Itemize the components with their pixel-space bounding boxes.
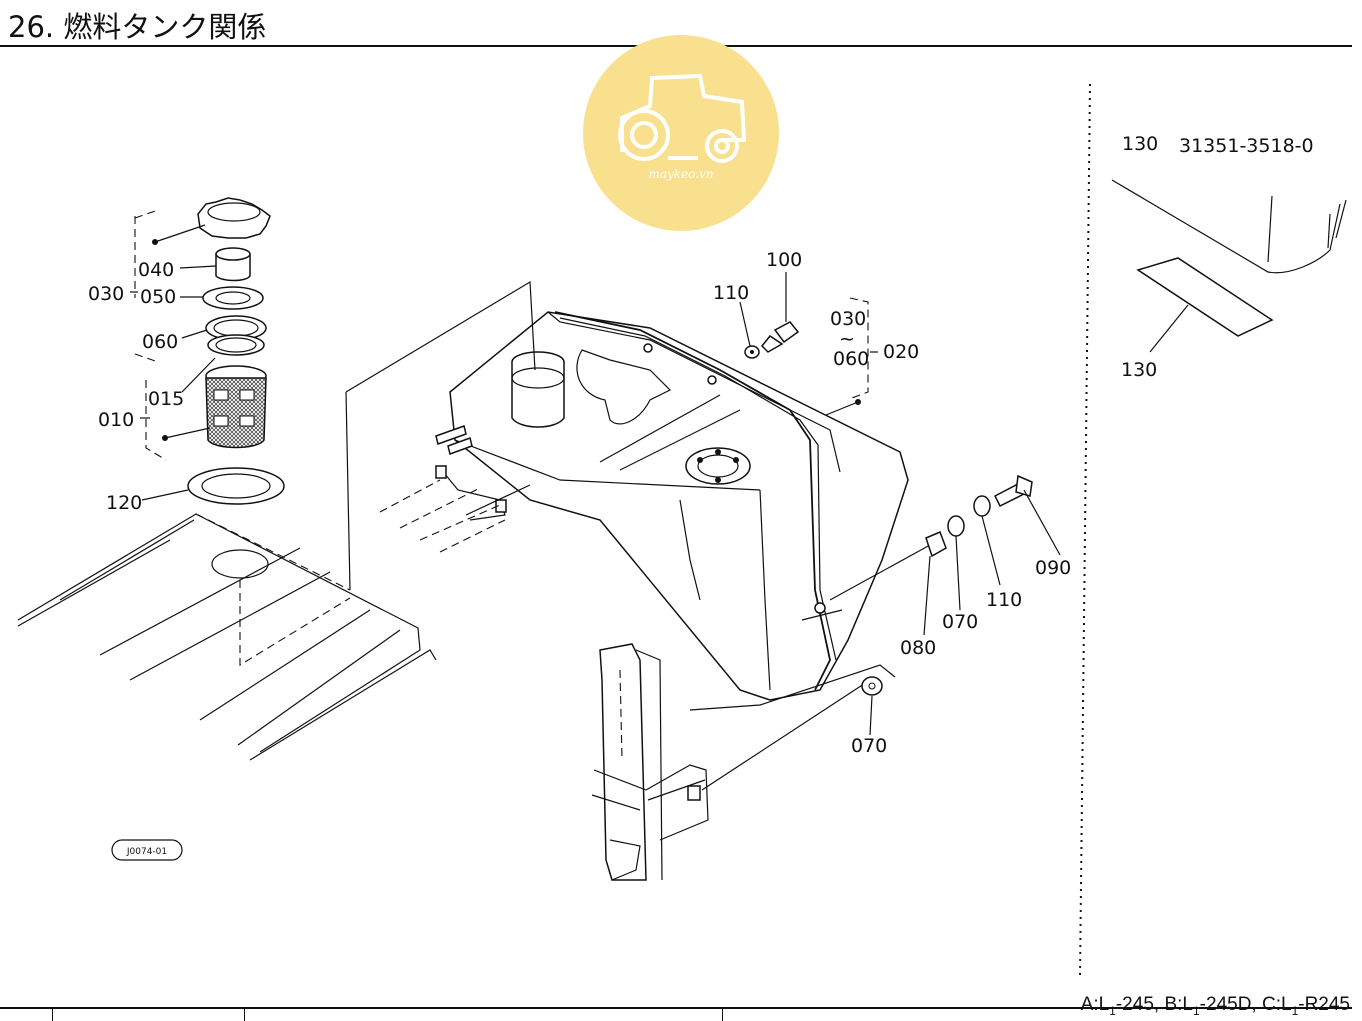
callout-070-bottom: 070 <box>851 735 887 757</box>
footer-divider <box>52 1008 53 1021</box>
reference-number: 31351-3518-0 <box>1179 135 1314 157</box>
footer-rule <box>0 1007 1352 1009</box>
drawing-code-badge: J0074-01 <box>111 839 183 861</box>
watermark-text: maykeo.vn <box>648 167 713 181</box>
callout-100: 100 <box>766 249 802 271</box>
callout-010: 010 <box>98 409 134 431</box>
callout-060: 060 <box>142 331 178 353</box>
callout-110-top: 110 <box>713 282 749 304</box>
callout-130: 130 <box>1121 359 1157 381</box>
callout-020: 020 <box>883 341 919 363</box>
callout-015: 015 <box>148 388 184 410</box>
callout-030: 030 <box>88 283 124 305</box>
bolt-stack <box>739 272 1061 736</box>
callout-110-right: 110 <box>986 589 1022 611</box>
callout-060-tank: 060 <box>833 348 869 370</box>
callout-080: 080 <box>900 637 936 659</box>
page-title: 26. 燃料タンク関係 <box>8 10 267 44</box>
left-bracket <box>379 465 507 553</box>
footer-divider <box>722 1008 723 1021</box>
footer-divider <box>244 1008 245 1021</box>
callout-090: 090 <box>1035 557 1071 579</box>
model-a: A:L1-245, <box>1080 994 1160 1018</box>
footer-model-list: A:L1-245, B:L1-245D, C:L1-R245 <box>1081 994 1350 1018</box>
callout-030-tank: 030 <box>830 308 866 330</box>
tank-support <box>591 643 871 881</box>
section-divider <box>1079 83 1091 976</box>
callout-labels: 040 030 050 060 015 010 120 100 110 030 … <box>88 133 1314 757</box>
callout-050: 050 <box>140 286 176 308</box>
cap-assembly <box>130 197 285 505</box>
floor-panel <box>17 513 437 761</box>
svg-text:~: ~ <box>839 328 855 350</box>
watermark-logo: maykeo.vn <box>583 35 779 231</box>
callout-070-right: 070 <box>942 611 978 633</box>
reference-part: 130 <box>1122 133 1158 155</box>
model-b: B:L1-245D, <box>1164 994 1257 1018</box>
drawing-code: J0074-01 <box>126 847 167 857</box>
callout-120: 120 <box>106 492 142 514</box>
fuel-tank <box>345 280 931 711</box>
callout-040: 040 <box>138 259 174 281</box>
model-c: C:L1-R245 <box>1261 994 1350 1018</box>
detail-inset <box>1111 179 1347 353</box>
